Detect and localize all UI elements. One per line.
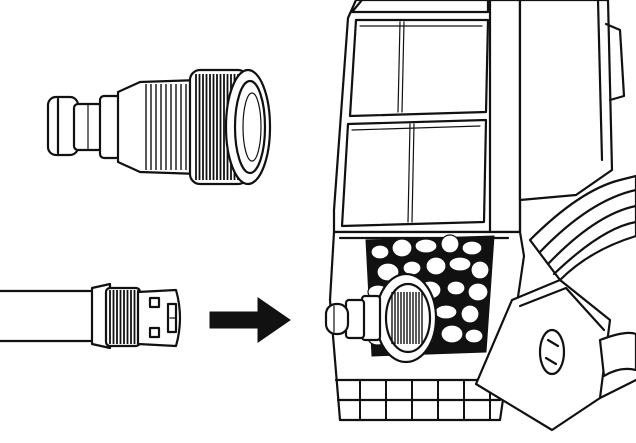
power-cable-icon — [474, 174, 636, 432]
garden-hose-icon — [0, 282, 182, 350]
quick-connect-adapter-icon — [46, 68, 272, 186]
water-inlet-icon — [324, 272, 438, 364]
arrow-right-icon — [209, 297, 291, 343]
